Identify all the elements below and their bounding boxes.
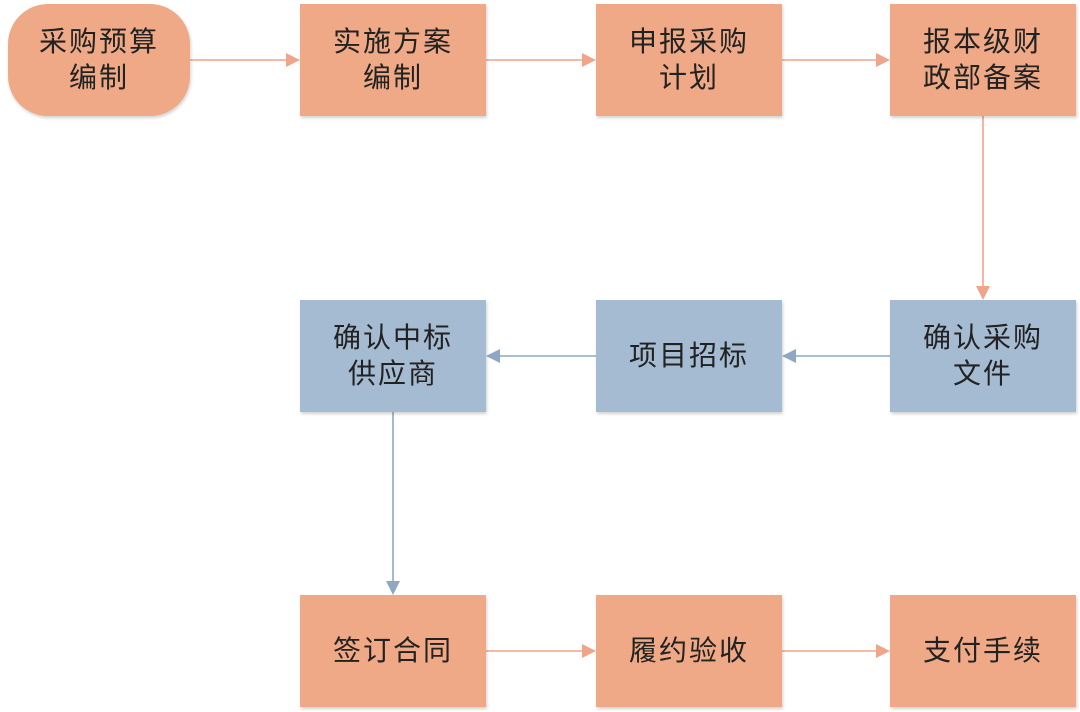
- edge-n2-n3: [486, 53, 596, 67]
- node-project-bidding: 项目招标: [596, 300, 782, 412]
- edge-n6-n7: [486, 349, 596, 363]
- arrowhead-icon: [582, 53, 596, 67]
- node-confirm-winning-supplier: 确认中标 供应商: [300, 300, 486, 412]
- node-confirm-procurement-docs: 确认采购 文件: [890, 300, 1076, 412]
- node-procurement-plan-declaration: 申报采购 计划: [596, 4, 782, 116]
- edge-n5-n6: [782, 349, 890, 363]
- arrowhead-icon: [386, 581, 400, 595]
- edge-n3-n4: [782, 53, 890, 67]
- node-procurement-budget: 采购预算 编制: [8, 4, 190, 116]
- node-label: 实施方案 编制: [332, 25, 453, 94]
- edge-n7-n8: [386, 412, 400, 595]
- node-implementation-plan: 实施方案 编制: [300, 4, 486, 116]
- arrowhead-icon: [582, 644, 596, 658]
- arrowhead-icon: [286, 53, 300, 67]
- node-label: 项目招标: [628, 339, 749, 372]
- node-sign-contract: 签订合同: [300, 595, 486, 707]
- node-payment-procedure: 支付手续: [890, 595, 1076, 707]
- node-label: 履约验收: [628, 634, 749, 667]
- node-label: 确认中标 供应商: [332, 321, 453, 390]
- node-label: 支付手续: [922, 634, 1043, 667]
- arrowhead-icon: [976, 286, 990, 300]
- edge-n9-n10: [782, 644, 890, 658]
- node-finance-filing: 报本级财 政部备案: [890, 4, 1076, 116]
- node-label: 签订合同: [332, 634, 453, 667]
- arrowhead-icon: [782, 349, 796, 363]
- node-acceptance-check: 履约验收: [596, 595, 782, 707]
- edge-n4-n5: [976, 116, 990, 300]
- arrowhead-icon: [876, 53, 890, 67]
- node-label: 确认采购 文件: [922, 321, 1043, 390]
- edge-n1-n2: [190, 53, 300, 67]
- node-label: 采购预算 编制: [38, 25, 159, 94]
- arrowhead-icon: [876, 644, 890, 658]
- node-label: 申报采购 计划: [628, 25, 749, 94]
- edge-n8-n9: [486, 644, 596, 658]
- arrowhead-icon: [486, 349, 500, 363]
- node-label: 报本级财 政部备案: [922, 25, 1043, 94]
